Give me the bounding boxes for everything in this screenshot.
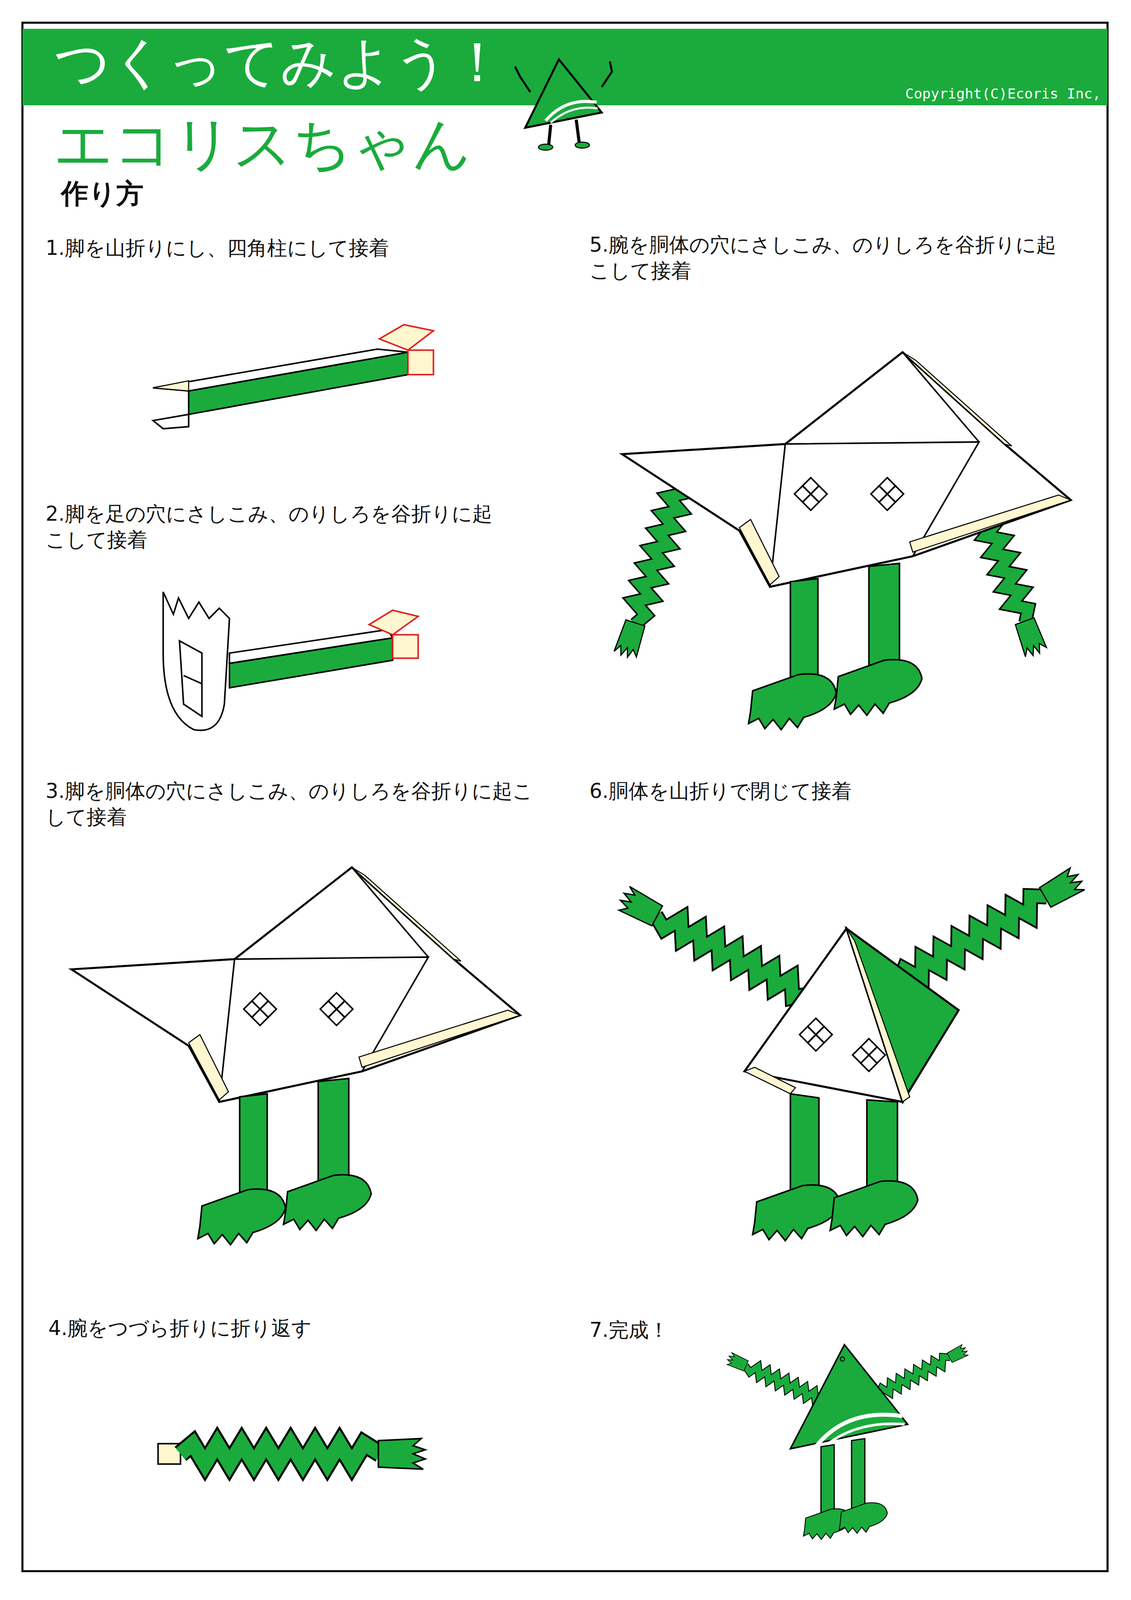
step7-figure bbox=[725, 1343, 969, 1539]
step-text: 7.完成！ bbox=[589, 1316, 669, 1343]
step-text: 5.腕を胴体の穴にさしこみ、のりしろを谷折りに起こして接着 bbox=[589, 231, 1064, 284]
step-text: 3.脚を胴体の穴にさしこみ、のりしろを谷折りに起こして接着 bbox=[45, 777, 538, 830]
step-text: 6.胴体を山折りで閉じて接着 bbox=[589, 777, 852, 804]
subtitle: エコリスちゃん bbox=[53, 105, 472, 182]
step3-figure bbox=[71, 867, 521, 1245]
step6-figure bbox=[615, 866, 1087, 1241]
step1-figure bbox=[153, 324, 434, 429]
step5-figure bbox=[613, 351, 1071, 730]
section-heading: 作り方 bbox=[61, 175, 144, 212]
step-text: 1.脚を山折りにし、四角柱にして接着 bbox=[45, 234, 389, 261]
copyright: Copyright(C)Ecoris Inc, bbox=[905, 85, 1101, 102]
header-band: つくってみよう！ Copyright(C)Ecoris Inc, bbox=[22, 28, 1108, 105]
mascot bbox=[515, 59, 613, 150]
step2-figure bbox=[163, 591, 419, 731]
header-title: つくってみよう！ bbox=[54, 31, 506, 93]
step-text: 4.腕をつづら折りに折り返す bbox=[48, 1314, 312, 1341]
step4-figure bbox=[158, 1438, 426, 1469]
step-text: 2.脚を足の穴にさしこみ、のりしろを谷折りに起こして接着 bbox=[45, 500, 497, 553]
